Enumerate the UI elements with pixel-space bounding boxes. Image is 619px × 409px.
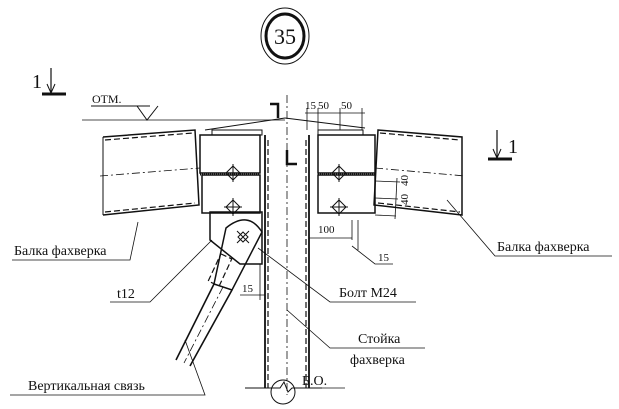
- beam-right: [373, 129, 466, 216]
- svg-text:Б.О.: Б.О.: [302, 374, 327, 389]
- dimension-100: 100 15: [309, 220, 393, 265]
- dimension-vertical: 40 40: [374, 175, 411, 220]
- svg-text:1: 1: [32, 71, 42, 93]
- label-plate: t12: [110, 239, 213, 303]
- svg-text:1: 1: [508, 136, 518, 158]
- bolt-icon: [224, 198, 242, 216]
- svg-text:ОТМ.: ОТМ.: [92, 92, 122, 106]
- beam-left: [99, 129, 201, 216]
- section-mark-left: 1: [32, 68, 66, 96]
- svg-text:40: 40: [399, 175, 411, 187]
- svg-text:Болт М24: Болт М24: [339, 286, 397, 301]
- bolt-icon: [224, 164, 242, 182]
- svg-text:фахверка: фахверка: [350, 353, 406, 368]
- label-column: Стойка фахверка: [286, 309, 425, 368]
- svg-text:40: 40: [399, 194, 411, 206]
- svg-text:15: 15: [242, 283, 254, 295]
- end-plate-right: [317, 134, 376, 214]
- svg-text:100: 100: [318, 224, 335, 236]
- svg-text:Вертикальная связь: Вертикальная связь: [28, 379, 145, 394]
- dimension-weld-left: 15: [240, 264, 265, 300]
- svg-text:Стойка: Стойка: [358, 332, 401, 347]
- detail-mark: 35: [260, 7, 310, 65]
- label-bolt: Болт М24: [257, 247, 416, 303]
- svg-text:Балка фахверка: Балка фахверка: [14, 244, 107, 259]
- dimension-top: 15 50 50: [305, 100, 365, 130]
- bolt-icon: [330, 164, 348, 182]
- svg-text:Балка фахверка: Балка фахверка: [497, 240, 590, 255]
- svg-text:50: 50: [318, 100, 330, 112]
- bolt-icon: [236, 230, 250, 244]
- end-plate-left: [199, 134, 261, 214]
- brace-gusset: [209, 211, 263, 265]
- svg-text:t12: t12: [117, 287, 135, 302]
- svg-text:15: 15: [305, 100, 317, 112]
- label-beam-left: Балка фахверка: [12, 221, 139, 261]
- svg-text:50: 50: [341, 100, 353, 112]
- axis-mark: Б.О.: [270, 374, 345, 405]
- section-mark-right: 1: [488, 130, 518, 161]
- label-beam-right: Балка фахверка: [446, 199, 612, 257]
- svg-text:35: 35: [274, 24, 296, 49]
- svg-text:15: 15: [378, 252, 390, 264]
- bolts: [224, 164, 348, 216]
- bolt-icon: [330, 198, 348, 216]
- elevation-mark: ОТМ.: [82, 92, 285, 121]
- column: [245, 95, 322, 395]
- label-brace: Вертикальная связь: [10, 339, 206, 396]
